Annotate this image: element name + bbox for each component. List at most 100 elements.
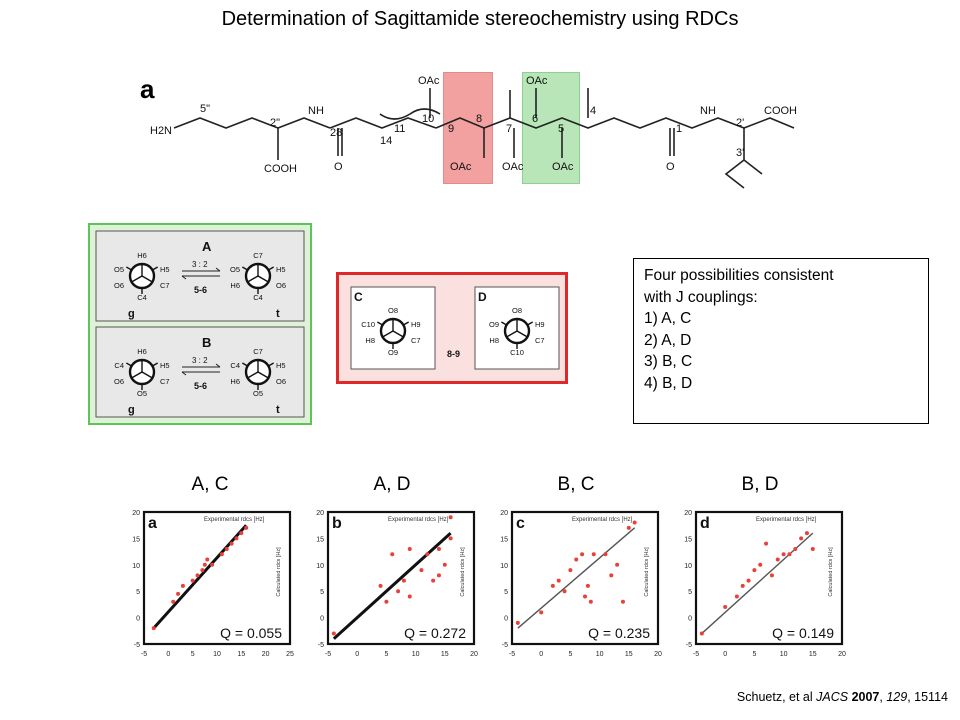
data-point — [556, 578, 561, 583]
y-tick-label: 5 — [504, 589, 508, 596]
data-point — [436, 546, 441, 551]
y-tick-label: 10 — [316, 563, 324, 570]
data-point — [425, 552, 430, 557]
x-tick-label: -5 — [141, 651, 147, 658]
y-tick-label: 15 — [316, 536, 324, 543]
citation-year: 2007 — [851, 690, 880, 704]
newman-a-right-ur-label: H5 — [276, 265, 286, 274]
atom-label-9: 9 — [448, 123, 454, 135]
x-tick-label: 10 — [780, 651, 788, 658]
data-point — [810, 546, 815, 551]
possibility-item: 3) B, C — [644, 353, 693, 370]
q-factor-label: Q = 0.149 — [772, 625, 834, 641]
newman-b-right-ul-label: C4 — [230, 361, 240, 370]
data-point — [799, 536, 804, 541]
atom-label-6: 6 — [532, 113, 538, 125]
data-point — [603, 552, 608, 557]
plot-label-ad: A, D — [373, 474, 411, 495]
y-tick-label: -5 — [318, 642, 324, 649]
data-point — [775, 557, 780, 562]
data-point — [384, 599, 389, 604]
newman-b-right-ur-label: H5 — [276, 361, 286, 370]
data-point — [591, 552, 596, 557]
data-point — [699, 631, 704, 636]
x-tick-label: 0 — [166, 651, 170, 658]
x-tick-label: 10 — [412, 651, 420, 658]
plot-panel-letter: d — [700, 515, 710, 532]
data-point — [378, 583, 383, 588]
newman-c-bottom-label: O9 — [388, 348, 398, 357]
plot-panel-letter: c — [516, 515, 525, 532]
newman-a-left-lr-label: C7 — [160, 281, 170, 290]
newman-a-right-lr-label: O6 — [276, 281, 286, 290]
y-tick-label: 15 — [132, 536, 140, 543]
y-tick-label: 15 — [500, 536, 508, 543]
bond-8-9-label: 8-9 — [447, 349, 460, 359]
data-point — [202, 562, 207, 567]
oac-7: OAc — [502, 161, 524, 173]
atom-label-1: 1 — [676, 123, 682, 135]
plot-label-bc: B, C — [557, 474, 595, 495]
data-point — [448, 515, 453, 520]
conformer-b-bond: 5-6 — [194, 381, 207, 391]
data-point — [151, 626, 156, 631]
data-point — [804, 531, 809, 536]
plot-panel-letter: a — [148, 515, 157, 532]
data-point — [740, 583, 745, 588]
data-point — [620, 599, 625, 604]
possibility-item: 2) A, D — [644, 331, 692, 349]
conformer-b-left-tag: g — [128, 404, 135, 416]
data-point — [210, 562, 215, 567]
y-tick-label: 20 — [316, 510, 324, 517]
data-point — [407, 594, 412, 599]
conformer-a-ratio: 3 : 2 — [192, 260, 208, 269]
x-tick-label: 5 — [384, 651, 388, 658]
newman-b-left-bottom-label: O5 — [137, 389, 147, 398]
plot-title: Experimental rdcs [Hz] — [572, 517, 633, 523]
data-point — [746, 578, 751, 583]
data-point — [200, 568, 205, 573]
conformer-a-bond: 5-6 — [194, 285, 207, 295]
atom-label-2p: 2' — [736, 117, 744, 129]
data-point — [195, 573, 200, 578]
data-point — [758, 562, 763, 567]
x-tick-label: 0 — [723, 651, 727, 658]
data-point — [574, 557, 579, 562]
oac-10: OAc — [418, 75, 440, 87]
y-tick-label: 5 — [320, 589, 324, 596]
possibility-item: 1) A, C — [644, 310, 692, 327]
atom-label-2dp: 2" — [270, 117, 280, 129]
data-point — [585, 583, 590, 588]
data-point — [793, 546, 798, 551]
data-point — [515, 620, 520, 625]
citation-pages: 15114 — [914, 690, 948, 704]
newman-b-left-lr-label: C7 — [160, 377, 170, 386]
sagittamide-structure: a H2N 5" 2" NH 28 11 14 10 9 8 7 6 5 4 — [140, 74, 797, 189]
x-tick-label: 10 — [213, 651, 221, 658]
atom-label-5: 5 — [558, 123, 564, 135]
y-tick-label: 0 — [504, 616, 508, 623]
atom-label-10: 10 — [422, 113, 434, 125]
plot-ylabel: Calculated rdcs [Hz] — [460, 547, 466, 597]
y-tick-label: 5 — [688, 589, 692, 596]
conformer-d-label: D — [478, 290, 487, 304]
atom-label-cooh-left: COOH — [264, 163, 297, 175]
y-tick-label: 0 — [688, 616, 692, 623]
newman-a-right-bottom-label: C4 — [253, 293, 263, 302]
plot-ylabel: Calculated rdcs [Hz] — [276, 547, 282, 597]
plot-panel-letter: b — [332, 515, 342, 532]
data-point — [331, 631, 336, 636]
data-point — [580, 552, 585, 557]
y-tick-label: 20 — [684, 510, 692, 517]
conformer-b-label: B — [202, 335, 211, 350]
atom-label-3p: 3' — [736, 147, 744, 159]
data-point — [401, 578, 406, 583]
x-tick-label: 15 — [625, 651, 633, 658]
data-point — [787, 552, 792, 557]
y-tick-label: -5 — [134, 642, 140, 649]
newman-b-left-ll-label: O6 — [114, 377, 124, 386]
newman-c-ur-label: H9 — [411, 320, 421, 329]
oac-5: OAc — [552, 161, 574, 173]
